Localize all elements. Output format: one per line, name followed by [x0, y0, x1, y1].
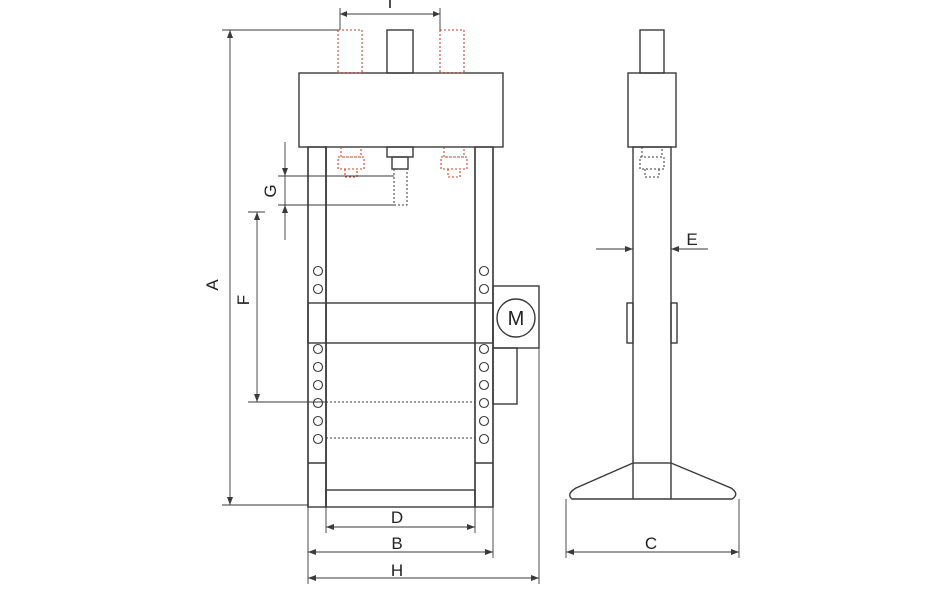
ram-cylinder — [387, 30, 413, 73]
hole — [314, 285, 323, 294]
dimension-E: E — [596, 230, 708, 252]
side-column — [633, 147, 671, 463]
dimension-label-C: C — [645, 534, 657, 553]
dimension-C: C — [566, 499, 739, 558]
side-head-block — [628, 73, 676, 147]
dimension-I: I — [340, 0, 440, 30]
side-block-left — [627, 303, 633, 343]
hole — [480, 435, 489, 444]
hole — [314, 345, 323, 354]
hole — [314, 381, 323, 390]
optional-cylinder-left — [338, 30, 362, 73]
hole — [314, 363, 323, 372]
hole — [480, 399, 489, 408]
side-ram-cylinder — [640, 30, 664, 73]
dimension-F: F — [234, 212, 326, 402]
motor-symbol-label: M — [508, 308, 525, 330]
optional-tool-right — [441, 147, 467, 177]
hole — [480, 417, 489, 426]
side-block-right — [671, 303, 677, 343]
hole — [314, 417, 323, 426]
right-column — [475, 147, 493, 507]
dimension-label-B: B — [391, 534, 402, 553]
dimension-H: H — [308, 348, 539, 584]
optional-cylinder-right — [440, 30, 464, 73]
bolster-crossbar — [308, 303, 493, 343]
ram-punch — [392, 157, 408, 169]
dimension-label-D: D — [391, 508, 403, 527]
hole — [314, 399, 323, 408]
dimension-label-G: G — [261, 184, 280, 197]
dimension-label-I: I — [388, 0, 393, 12]
side-tool-dashed — [640, 147, 664, 177]
ram-stroke-dashed — [394, 169, 407, 205]
hole — [480, 345, 489, 354]
left-column-holes — [314, 267, 323, 444]
hole — [480, 267, 489, 276]
base-rail — [326, 490, 475, 507]
dimension-label-E: E — [686, 230, 697, 249]
dimension-label-F: F — [234, 295, 253, 305]
hole — [314, 267, 323, 276]
dimension-label-H: H — [391, 561, 403, 580]
hole — [480, 285, 489, 294]
pump-unit — [493, 348, 517, 404]
front-view: M — [299, 30, 539, 507]
hole — [480, 363, 489, 372]
hole — [480, 381, 489, 390]
dimension-label-A: A — [203, 279, 222, 291]
side-base-foot — [570, 463, 736, 499]
optional-tool-left — [338, 147, 364, 177]
left-column — [308, 147, 326, 507]
ram-holder — [387, 147, 413, 157]
hole — [314, 435, 323, 444]
right-column-holes — [480, 267, 489, 444]
dimension-G: G — [261, 142, 394, 240]
dimension-D: D — [326, 507, 475, 533]
press-head-block — [299, 73, 503, 147]
side-view — [570, 30, 736, 499]
